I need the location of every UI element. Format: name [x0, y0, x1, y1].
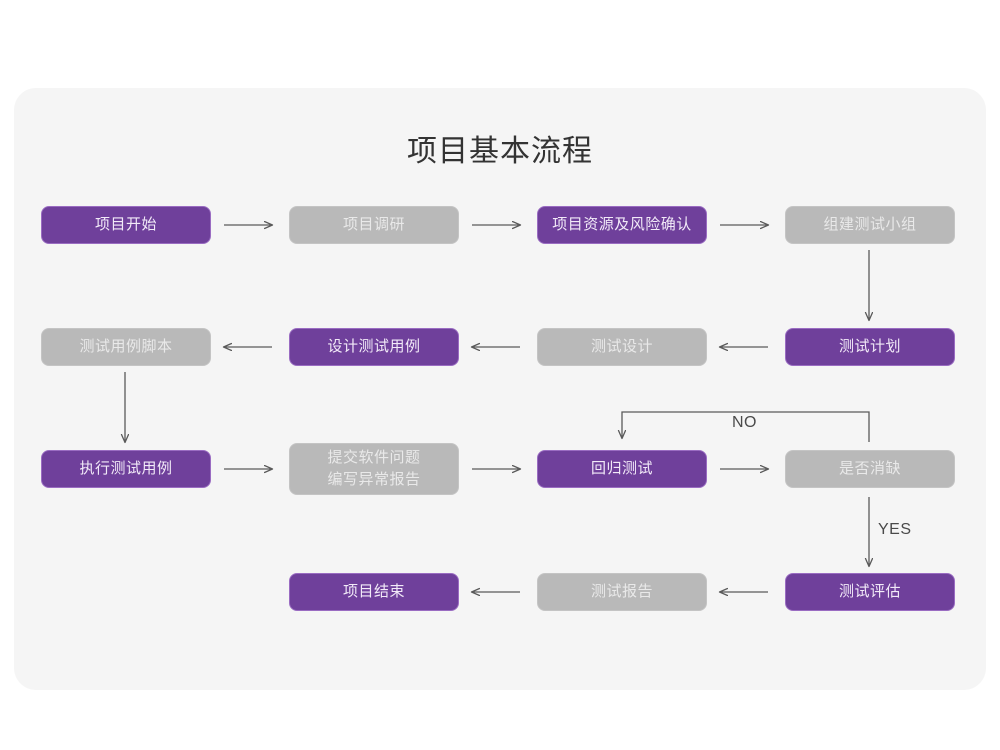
node-project-research[interactable]: 项目调研: [289, 206, 459, 244]
node-test-report[interactable]: 测试报告: [537, 573, 707, 611]
node-design-test-case[interactable]: 设计测试用例: [289, 328, 459, 366]
node-execute-test-case[interactable]: 执行测试用例: [41, 450, 211, 488]
node-project-start[interactable]: 项目开始: [41, 206, 211, 244]
edge-label-yes: YES: [878, 521, 912, 538]
edge-label-no: NO: [732, 414, 757, 431]
node-test-plan[interactable]: 测试计划: [785, 328, 955, 366]
node-submit-issue-report[interactable]: 提交软件问题 编写异常报告: [289, 443, 459, 495]
node-test-evaluation[interactable]: 测试评估: [785, 573, 955, 611]
node-regression-test[interactable]: 回归测试: [537, 450, 707, 488]
page-title: 项目基本流程: [407, 135, 593, 168]
node-defect-cleared[interactable]: 是否消缺: [785, 450, 955, 488]
node-test-design[interactable]: 测试设计: [537, 328, 707, 366]
node-form-test-team[interactable]: 组建测试小组: [785, 206, 955, 244]
node-project-end[interactable]: 项目结束: [289, 573, 459, 611]
node-resource-risk-confirm[interactable]: 项目资源及风险确认: [537, 206, 707, 244]
node-test-case-script[interactable]: 测试用例脚本: [41, 328, 211, 366]
